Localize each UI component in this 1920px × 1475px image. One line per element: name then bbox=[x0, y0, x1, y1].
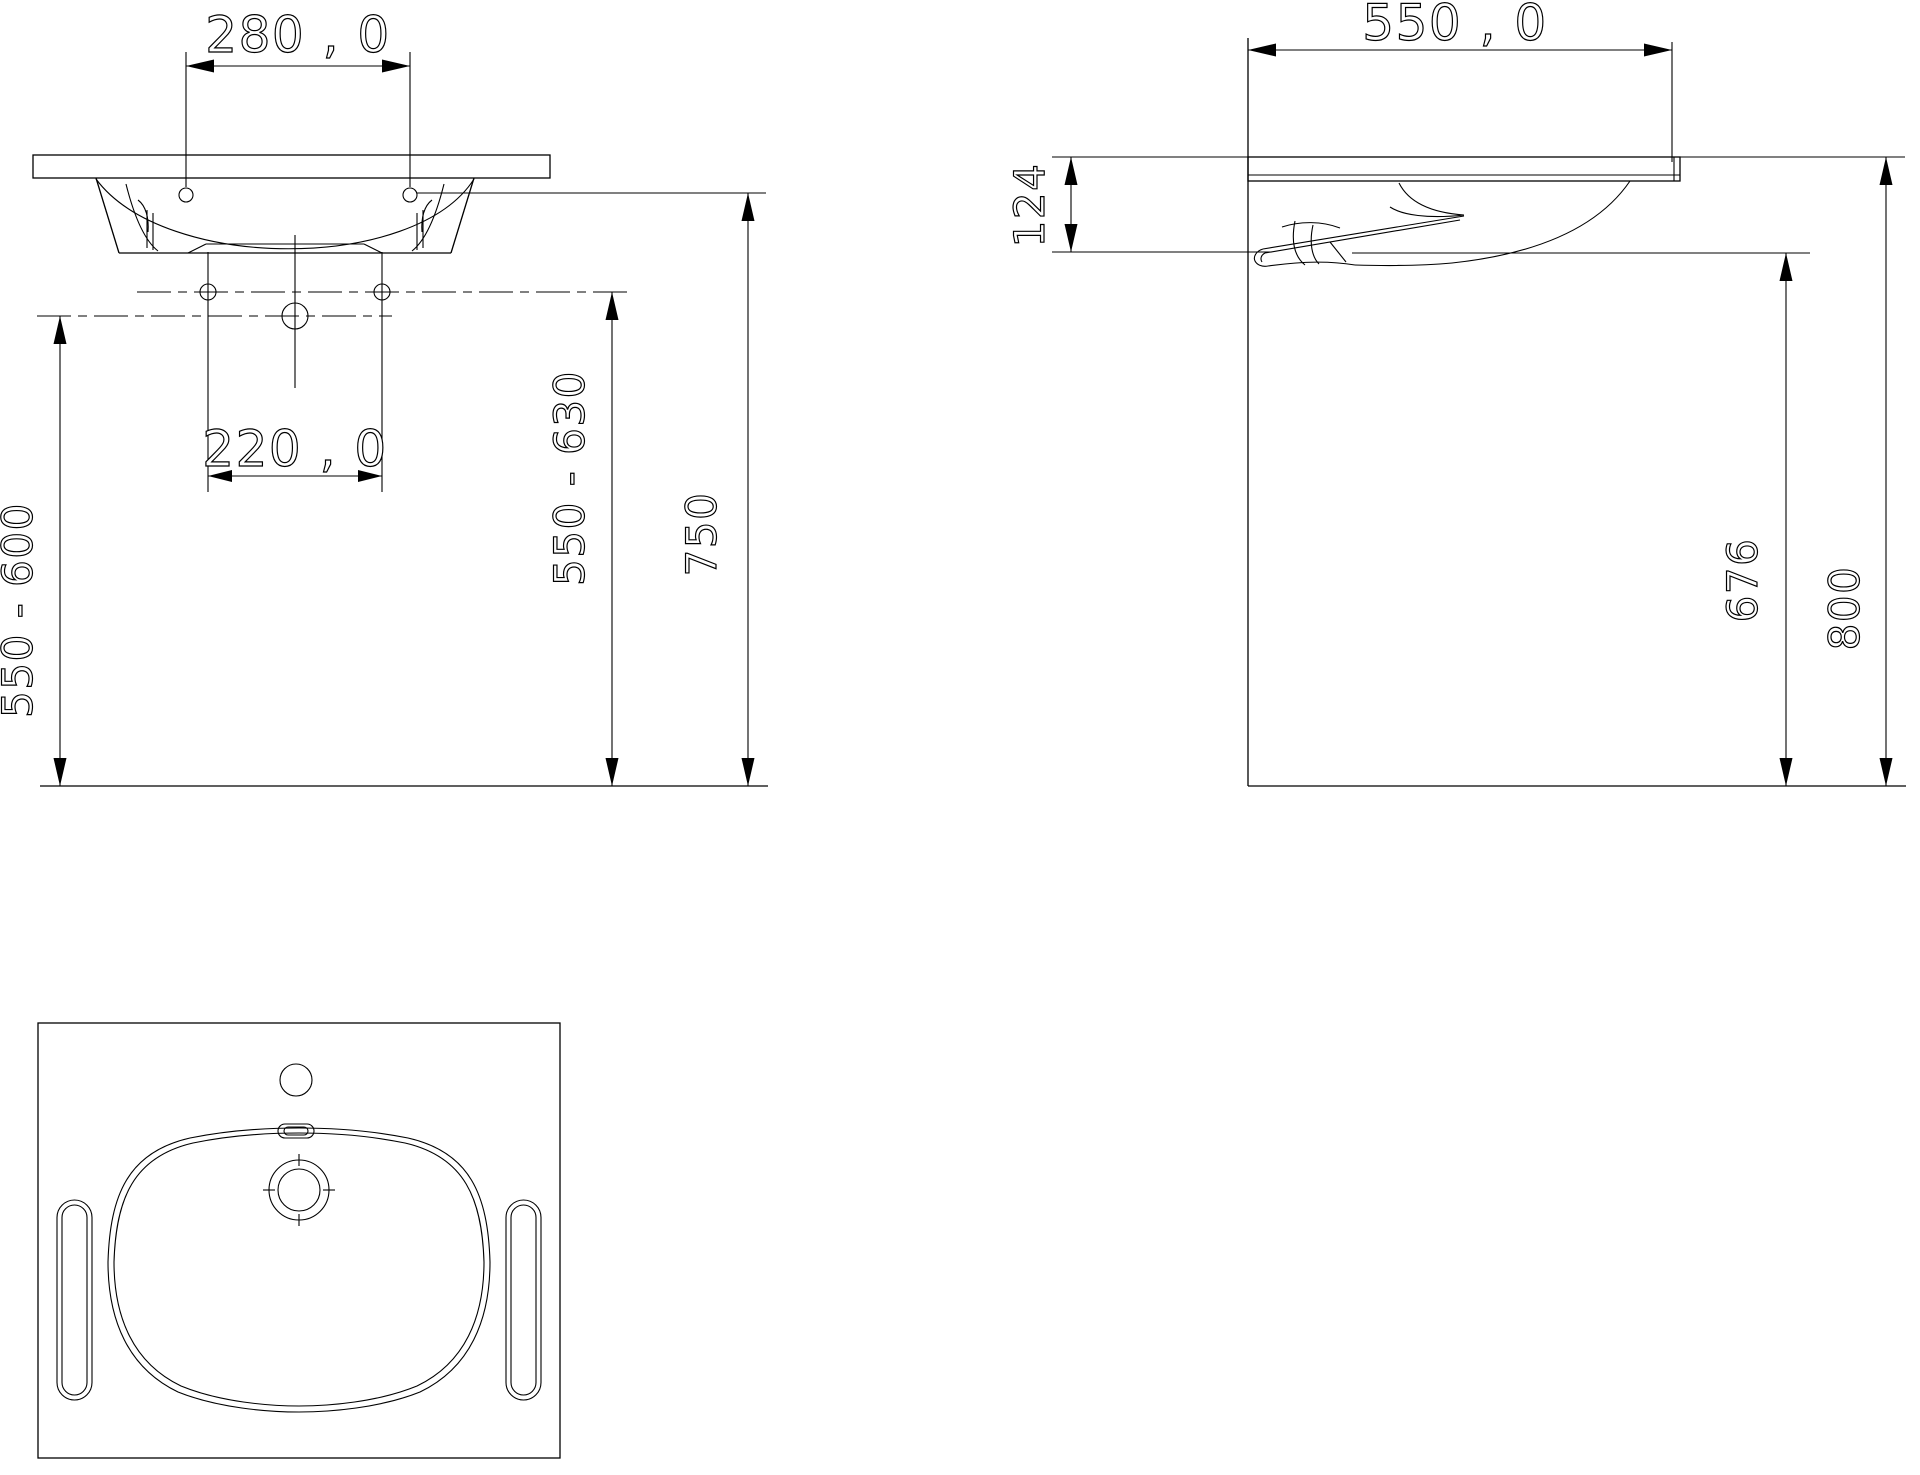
plan-right-slot-outer bbox=[505, 1199, 542, 1401]
profile-trap-line2 bbox=[1310, 224, 1320, 265]
dim-label-800: 800 bbox=[1820, 566, 1869, 651]
dim-label-676: 676 bbox=[1718, 538, 1767, 623]
plan-left-slot-outer bbox=[56, 1199, 93, 1401]
basin-right-edge bbox=[450, 177, 475, 254]
plan-right-slot-inner bbox=[510, 1204, 537, 1396]
arrowhead bbox=[358, 470, 382, 482]
faucet-hole-right bbox=[373, 283, 391, 301]
mounting-hole-left bbox=[178, 187, 194, 203]
plan-bowl-outer bbox=[107, 1127, 491, 1413]
plan-bowl-inner bbox=[113, 1132, 485, 1407]
profile-front-foot-inner bbox=[1260, 252, 1266, 263]
arrowhead bbox=[53, 758, 67, 786]
profile-rim-line1 bbox=[1262, 215, 1465, 250]
plan-left-slot-inner bbox=[61, 1204, 88, 1396]
arrowhead bbox=[1879, 157, 1893, 185]
arrowhead bbox=[1064, 157, 1078, 185]
arrowhead bbox=[1779, 758, 1793, 786]
profile-bottom-curve bbox=[1267, 261, 1356, 267]
plan-overflow-outer bbox=[277, 1123, 315, 1139]
arrowhead bbox=[741, 193, 755, 221]
basin-bowl-arc bbox=[95, 178, 475, 250]
faucet-hole-center bbox=[281, 302, 309, 330]
dim-label-124: 124 bbox=[1005, 163, 1054, 248]
arrowhead bbox=[186, 59, 214, 73]
dim-label-550-630: 550 - 630 bbox=[545, 370, 594, 586]
left-pocket-arc bbox=[137, 199, 149, 233]
profile-crest-bottom bbox=[1389, 206, 1465, 218]
plan-view bbox=[37, 1022, 561, 1459]
faucet-hole-left bbox=[199, 283, 217, 301]
basin-inner-join-right bbox=[363, 243, 383, 254]
arrowhead bbox=[1644, 43, 1672, 57]
side-shelf-outline bbox=[1247, 156, 1681, 182]
front-view: 280 , 0 220 , 0 550 - 600 550 - 630 750 bbox=[0, 5, 768, 787]
arrowhead bbox=[605, 758, 619, 786]
plan-outline bbox=[37, 1022, 561, 1459]
plan-drain-inner bbox=[277, 1168, 321, 1212]
arrowhead bbox=[1879, 758, 1893, 786]
arrowhead bbox=[1248, 43, 1276, 57]
mounting-hole-right bbox=[402, 187, 418, 203]
dim-label-550: 550 , 0 bbox=[1362, 0, 1547, 52]
dim-label-220: 220 , 0 bbox=[202, 420, 387, 478]
arrowhead bbox=[605, 292, 619, 320]
dim-label-280: 280 , 0 bbox=[205, 6, 390, 64]
arrowhead bbox=[741, 758, 755, 786]
front-shelf-outline bbox=[32, 154, 551, 179]
arrowhead bbox=[53, 316, 67, 344]
right-pocket-arc bbox=[421, 199, 433, 233]
basin-left-edge bbox=[95, 177, 120, 254]
profile-bowl-curve bbox=[1354, 180, 1631, 267]
left-pocket-curve bbox=[125, 183, 159, 252]
profile-rim-line2 bbox=[1264, 219, 1461, 254]
arrowhead bbox=[382, 59, 410, 73]
basin-inner-join-left bbox=[187, 243, 207, 254]
side-view: 550 , 0 124 676 bbox=[1004, 0, 1906, 787]
profile-crest-top bbox=[1398, 182, 1465, 216]
plan-faucet-hole bbox=[279, 1063, 313, 1097]
profile-trap-arc bbox=[1281, 222, 1341, 229]
arrowhead bbox=[208, 470, 232, 482]
profile-trap-line1 bbox=[1292, 220, 1306, 266]
arrowhead bbox=[1064, 224, 1078, 252]
arrowhead bbox=[1779, 253, 1793, 281]
dim-label-750: 750 bbox=[677, 492, 726, 577]
dim-label-550-600: 550 - 600 bbox=[0, 502, 42, 718]
profile-trap-diagonal bbox=[1329, 241, 1347, 263]
plan-overflow-inner bbox=[283, 1126, 309, 1136]
